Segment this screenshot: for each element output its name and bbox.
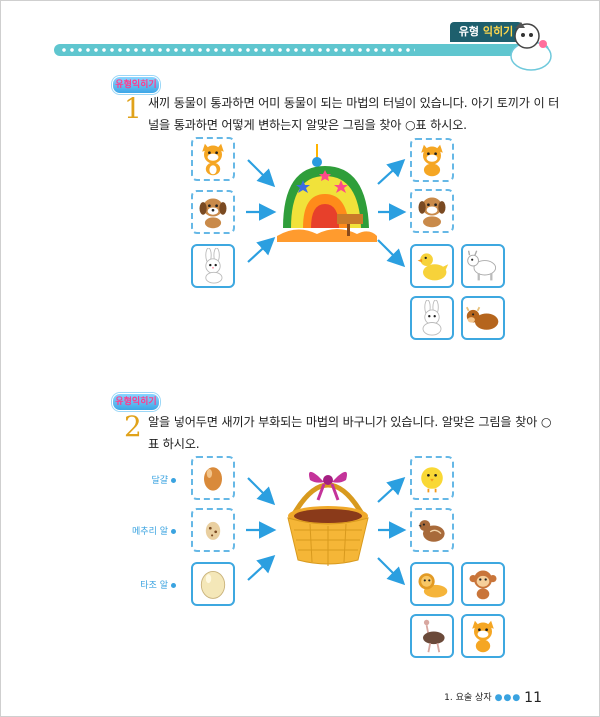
footer-dots: ●●●: [494, 693, 522, 703]
question2-text: 알을 넣어두면 새끼가 부화되는 마법의 바구니가 있습니다. 알맞은 그림을 …: [148, 411, 568, 455]
ostrich-icon: [423, 619, 445, 653]
egg-label-ostrich: 타조 알: [106, 578, 176, 591]
output-card-monkey[interactable]: [461, 562, 505, 606]
input-card-chicken-egg: [191, 456, 235, 500]
rabbit-icon: [422, 300, 442, 336]
quail-icon: [418, 520, 445, 542]
input-card-puppy: [191, 190, 235, 234]
dog-icon: [418, 197, 446, 228]
input-card-ostrich-egg: [191, 562, 235, 606]
ostrich-egg-icon: [200, 570, 226, 599]
tab-label-a: 유형: [458, 25, 480, 38]
question1-line2: 널을 통과하면 어떻게 변하는지 알맞은 그림을 찾아 ○표 하시오.: [148, 118, 467, 132]
label-dot-icon: [171, 529, 176, 534]
cat-icon: [421, 144, 443, 177]
magic-basket-icon: [287, 471, 369, 566]
quail-egg-icon: [205, 521, 221, 540]
output-card-dog: [410, 189, 454, 233]
output-card-kitten[interactable]: [461, 614, 505, 658]
monkey-icon: [469, 570, 497, 600]
puppy-icon: [199, 198, 227, 229]
header-ribbon-dots: [60, 48, 415, 52]
output-card-cat: [410, 138, 454, 182]
chick-icon: [421, 467, 443, 493]
input-card-baby-rabbit: [191, 244, 235, 288]
output-card-goat[interactable]: [461, 244, 505, 288]
output-card-lion-cub[interactable]: [410, 562, 454, 606]
output-card-quail: [410, 508, 454, 552]
page-footer: 1. 요술 상자●●●11: [444, 690, 542, 706]
egg-label-chicken-text: 달걀: [151, 476, 168, 486]
question2-number: 2: [124, 410, 142, 443]
label-dot-icon: [171, 583, 176, 588]
question2-line2: 표 하시오.: [148, 437, 200, 451]
input-card-kitten: [191, 137, 235, 181]
question2-line1: 알을 넣어두면 새끼가 부화되는 마법의 바구니가 있습니다. 알맞은 그림을 …: [148, 415, 552, 429]
egg-label-ostrich-text: 타조 알: [140, 581, 168, 591]
goat-icon: [467, 250, 497, 281]
question1-number: 1: [124, 92, 142, 125]
chicken-egg-icon: [204, 467, 222, 491]
section1-badge: 유형익히기: [112, 76, 160, 94]
duck-icon: [417, 253, 449, 281]
kitten-icon: [202, 143, 224, 176]
baby-rabbit-icon: [205, 248, 223, 284]
tab-label-b: 익히기: [482, 25, 514, 38]
section2-badge: 유형익히기: [112, 393, 160, 411]
label-dot-icon: [171, 478, 176, 483]
mascot-icon: [510, 22, 552, 71]
page-number: 11: [524, 690, 542, 706]
question1-text: 새끼 동물이 통과하면 어미 동물이 되는 마법의 터널이 있습니다. 아기 토…: [148, 92, 568, 136]
question1-line1: 새끼 동물이 통과하면 어미 동물이 되는 마법의 터널이 있습니다. 아기 토…: [148, 96, 560, 110]
lion-cub-icon: [418, 573, 448, 598]
magic-tunnel-icon: [277, 144, 377, 242]
egg-label-quail: 메추리 알: [106, 524, 176, 537]
output-card-rabbit[interactable]: [410, 296, 454, 340]
kitten-icon: [472, 620, 494, 653]
output-card-cow[interactable]: [461, 296, 505, 340]
output-card-chick: [410, 456, 454, 500]
input-card-quail-egg: [191, 508, 235, 552]
cow-icon: [465, 306, 499, 330]
egg-label-quail-text: 메추리 알: [132, 527, 168, 537]
section-type-tab: 유형 익히기: [450, 22, 522, 42]
output-card-ostrich[interactable]: [410, 614, 454, 658]
footer-chapter: 1. 요술 상자: [444, 693, 492, 703]
output-card-duck[interactable]: [410, 244, 454, 288]
egg-label-chicken: 달걀: [106, 473, 176, 486]
